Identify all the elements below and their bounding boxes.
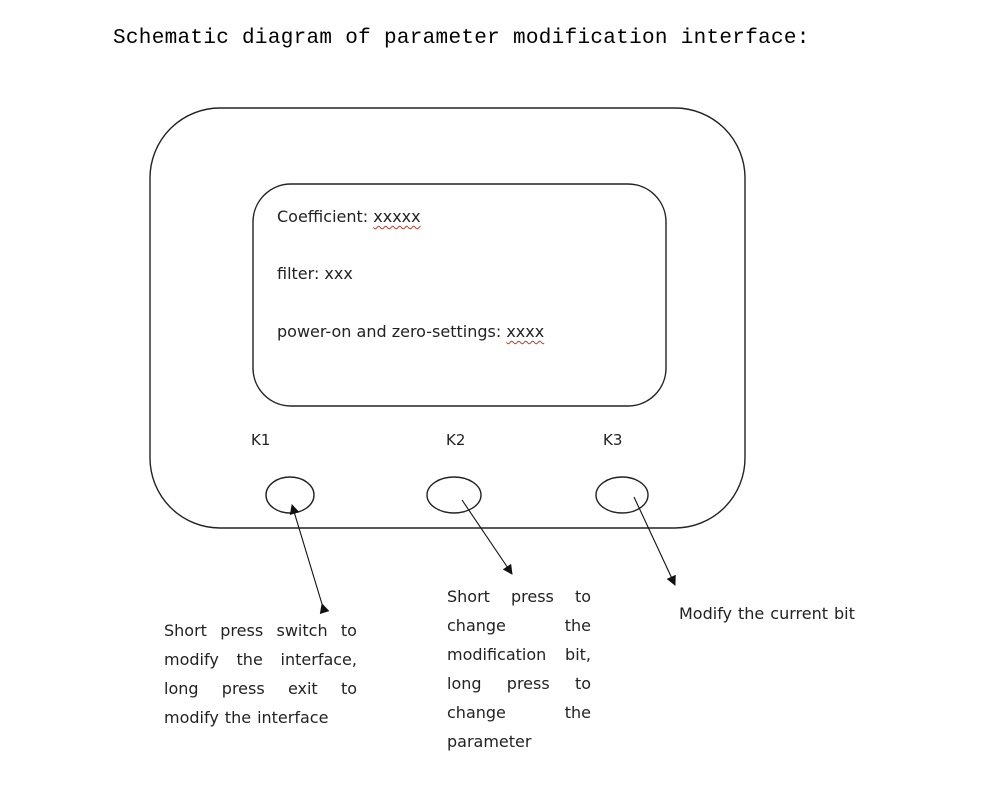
k2-description-word: the [564, 616, 591, 635]
k1-description-word: long [164, 679, 199, 698]
k3-button[interactable] [595, 476, 649, 514]
k1-description-line: modify the interface, [164, 645, 357, 674]
k2-description-word: press [506, 674, 550, 693]
k1-description: Short press switch to modify the interface, lon… [164, 616, 357, 732]
k2-label: K2 [446, 431, 466, 449]
k2-description-line: long press to [447, 669, 591, 698]
k2-description-word: modification [447, 645, 547, 664]
k3-description-word: the [738, 604, 765, 623]
k2-description: Short press to change the modification bit, lon… [447, 582, 591, 756]
k3-description-word: current [770, 604, 828, 623]
k1-description-word: switch [276, 621, 328, 640]
k2-description-word: long [447, 674, 482, 693]
k1-description-word: interface, [280, 650, 357, 669]
k1-description-word: the [236, 650, 263, 669]
k3-description-word: bit [834, 604, 855, 623]
k3-description: Modify the current bit [679, 599, 879, 628]
k3-arrow [633, 496, 676, 586]
k1-description-word: the [224, 708, 252, 727]
k1-description-word: to [340, 679, 357, 698]
k2-description-word: change [447, 703, 506, 722]
coefficient-label: Coefficient: [277, 207, 374, 226]
k1-description-word: modify [164, 708, 219, 727]
k2-description-word: to [574, 587, 591, 606]
power-on-value: xxxx [506, 322, 545, 341]
k2-description-word: to [574, 674, 591, 693]
k1-description-word: press [221, 679, 265, 698]
k2-description-word: change [447, 616, 506, 635]
k1-description-word: exit [287, 679, 318, 698]
k2-description-word: Short [447, 587, 490, 606]
k2-description-line: parameter [447, 727, 591, 756]
k2-description-line: modification bit, [447, 640, 591, 669]
k2-description-line: Short press to [447, 582, 591, 611]
filter-line: filter: xxx [277, 264, 353, 283]
k2-description-line: change the [447, 611, 591, 640]
k2-description-word: parameter [447, 732, 532, 751]
k1-label: K1 [251, 431, 271, 449]
device-outline [149, 107, 746, 529]
display-screen [252, 183, 667, 407]
k1-description-word: Short [164, 621, 207, 640]
k1-button[interactable] [265, 476, 315, 514]
k1-description-word: press [220, 621, 264, 640]
filter-value: xxx [324, 264, 353, 283]
k1-description-word: to [340, 621, 357, 640]
coefficient-line: Coefficient: xxxxx [277, 207, 421, 226]
k2-description-line: change the [447, 698, 591, 727]
k1-description-line: Short press switch to [164, 616, 357, 645]
power-on-line: power-on and zero-settings: xxxx [277, 322, 544, 341]
k2-description-word: bit, [565, 645, 591, 664]
k2-arrow [461, 499, 513, 575]
k3-label: K3 [603, 431, 623, 449]
k1-description-line: long press exit to [164, 674, 357, 703]
k3-description-line: Modify the current bit [679, 599, 879, 628]
filter-label: filter: [277, 264, 325, 283]
diagram-title: Schematic diagram of parameter modificat… [113, 27, 810, 50]
power-on-label: power-on and zero-settings: [277, 322, 507, 341]
k3-description-word: Modify [679, 604, 733, 623]
k2-description-word: the [564, 703, 591, 722]
k1-description-line: modify the interface [164, 703, 357, 732]
coefficient-value: xxxxx [373, 207, 421, 226]
k1-description-word: interface [257, 708, 329, 727]
k2-button[interactable] [426, 476, 482, 514]
k1-description-word: modify [164, 650, 219, 669]
k2-description-word: press [510, 587, 554, 606]
k1-arrow [289, 504, 330, 615]
